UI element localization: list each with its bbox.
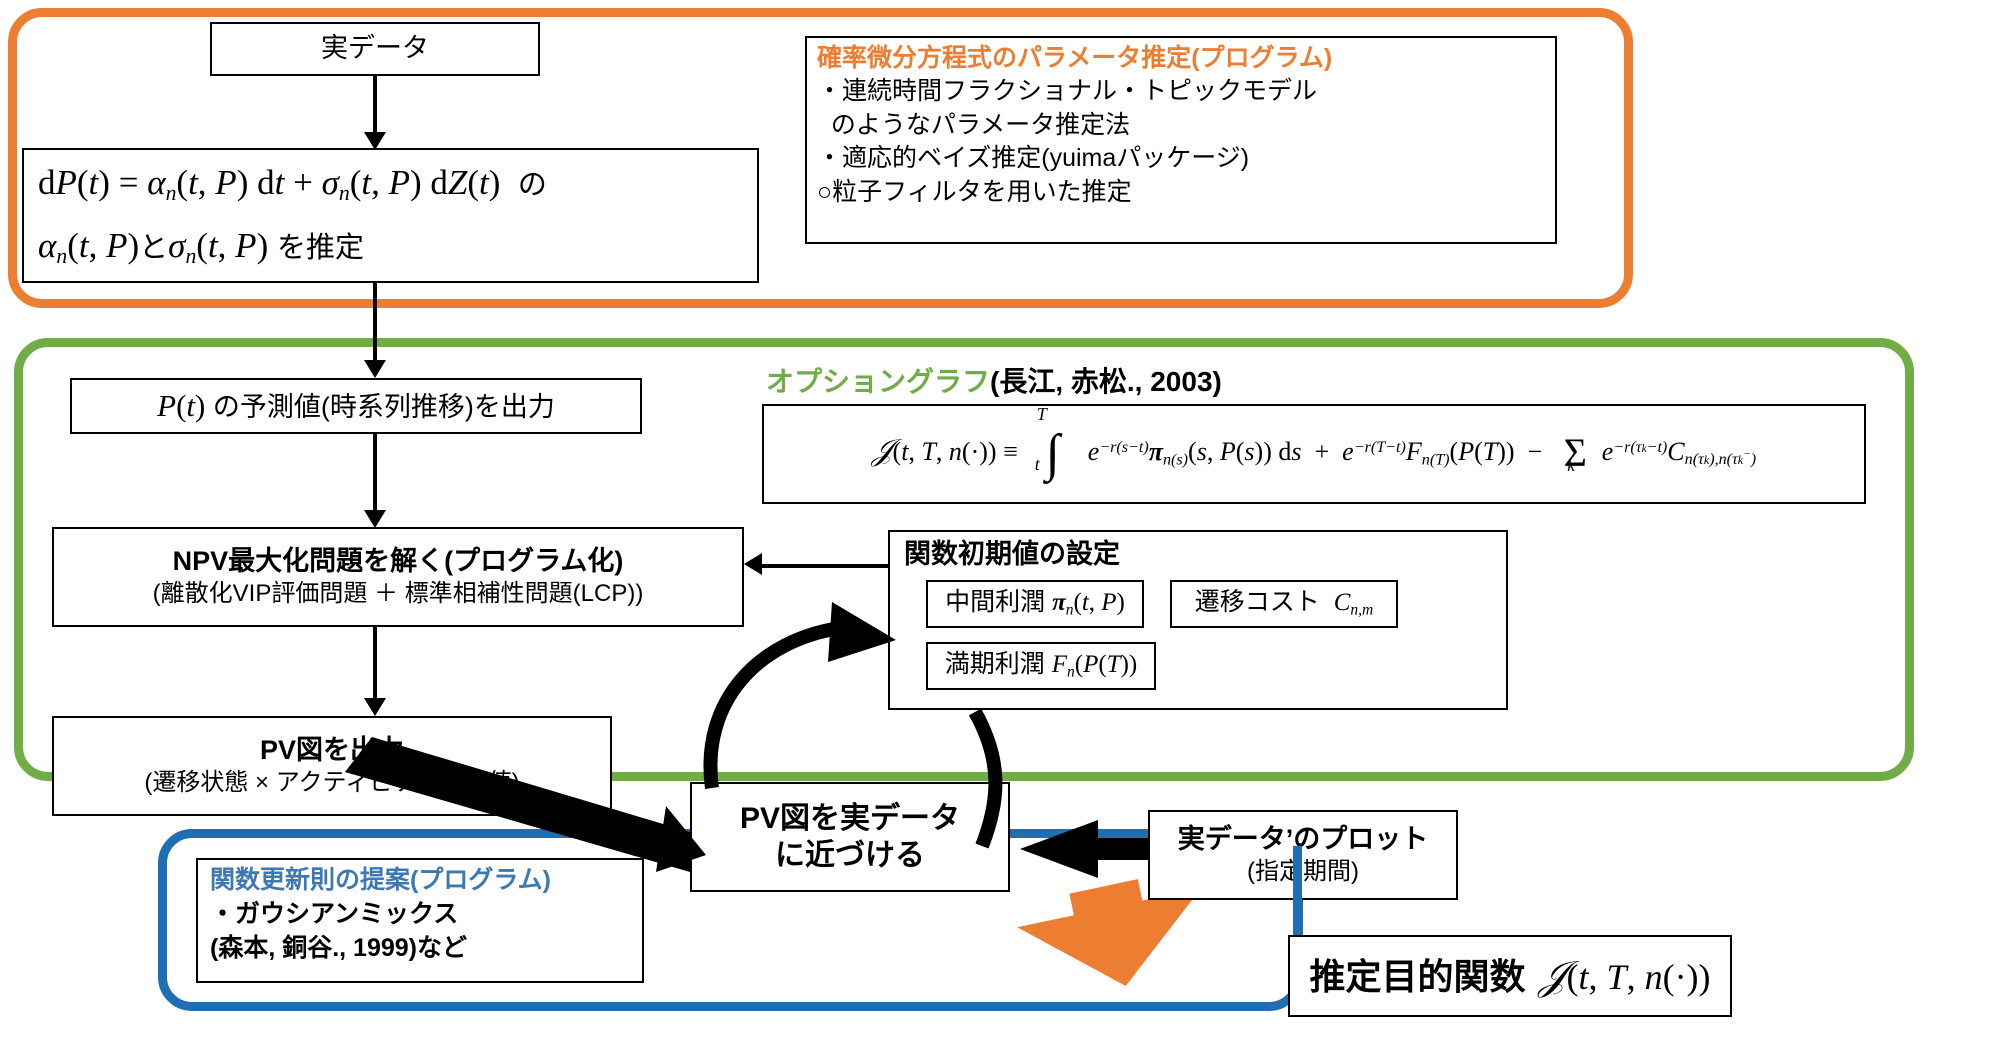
node-transition-cost[interactable]: 遷移コスト Cn,m <box>1170 579 1398 628</box>
node-sde-equation[interactable]: dP(t) = αn(t, P) dt + σn(t, P) dZ(t) の α… <box>22 148 759 283</box>
intermediate-profit-label: 中間利潤 πn(t, P) <box>945 588 1125 619</box>
transition-cost-label: 遷移コスト Cn,m <box>1194 588 1374 619</box>
update-rule-heading: 関数更新則の提案(プログラム) <box>210 866 551 894</box>
sde-line-1: dP(t) = αn(t, P) dt + σn(t, P) dZ(t) の <box>38 163 547 206</box>
pv-line-1: PV図を出力 <box>259 735 405 766</box>
initial-values-heading: 関数初期値の設定 <box>904 539 1120 569</box>
node-update-rule[interactable]: 関数更新則の提案(プログラム) ・ガウシアンミックス (森本, 銅谷., 199… <box>196 858 644 983</box>
node-maturity-profit[interactable]: 満期利潤 Fn(P(T)) <box>926 641 1156 690</box>
fit-line-2: に近づける <box>775 839 925 872</box>
option-graph-heading-rest: (長江, 赤松., 2003) <box>990 366 1222 397</box>
connector-realdata-to-sde <box>373 76 377 138</box>
npv-line-1: NPV最大化問題を解く(プログラム化) <box>172 546 624 577</box>
connector-sde-to-predict <box>373 283 377 369</box>
real-data-plot-line-2: (指定期間) <box>1247 857 1359 885</box>
arrowhead-realdata-to-sde <box>364 132 386 150</box>
arrowhead-npv-to-pv <box>364 698 386 716</box>
option-graph-heading-colored: オプショングラフ <box>766 366 991 397</box>
objective-label: 推定目的関数 <box>1309 956 1526 997</box>
connector-initvalues-to-npv <box>762 564 890 568</box>
node-pv-output[interactable]: PV図を出力 (遷移状態 × アクティビティの価値) <box>52 716 612 816</box>
update-rule-line-1: ・ガウシアンミックス <box>210 899 459 928</box>
fit-line-1: PV図を実データ <box>739 801 961 835</box>
green-group-frame <box>14 338 1914 781</box>
connector-npv-to-pv <box>373 627 377 707</box>
connector-predict-to-npv <box>373 434 377 520</box>
panel-sde-heading: 確率微分方程式のパラメータ推定(プログラム) <box>817 44 1333 72</box>
panel-sde-parameter-estimation[interactable]: 確率微分方程式のパラメータ推定(プログラム) ・連続時間フラクショナル・トピック… <box>805 36 1557 244</box>
panel-sde-item-1: のようなパラメータ推定法 <box>817 110 1131 139</box>
node-real-data-plot[interactable]: 実データ’のプロット (指定期間) <box>1148 810 1458 900</box>
arrowhead-initvalues-to-npv <box>744 553 762 575</box>
option-graph-formula-render: 𝒥(t, T, n(·)) ≡ T ∫ t e−r(s−t)πn(s)(s, P… <box>871 404 1757 482</box>
arrowhead-sde-to-predict <box>364 360 386 378</box>
blue-route-vertical <box>1293 846 1302 1008</box>
arrowhead-predict-to-npv <box>364 510 386 528</box>
maturity-profit-label: 満期利潤 Fn(P(T)) <box>944 650 1138 681</box>
node-real-data-label: 実データ <box>321 33 429 64</box>
node-real-data[interactable]: 実データ <box>210 22 540 76</box>
update-rule-line-2: (森本, 銅谷., 1999)など <box>210 933 467 962</box>
objective-function-render: 推定目的関数 𝒥(t, T, n(·)) <box>1309 951 1710 1001</box>
real-data-plot-line-1: 実データ’のプロット <box>1177 824 1429 855</box>
node-predict-output[interactable]: P(t) の予測値(時系列推移)を出力 <box>70 378 642 434</box>
pv-line-2: (遷移状態 × アクティビティの価値) <box>144 768 520 796</box>
node-initial-values[interactable]: 関数初期値の設定 中間利潤 πn(t, P) 遷移コスト Cn,m 満期利潤 F… <box>888 530 1508 710</box>
node-predict-output-label: P(t) の予測値(時系列推移)を出力 <box>157 387 555 423</box>
panel-sde-item-2: ・適応的ベイズ推定(yuimaパッケージ) <box>817 144 1250 172</box>
orange-group-frame <box>8 8 1633 308</box>
option-graph-heading: オプショングラフ(長江, 赤松., 2003) <box>766 360 1222 400</box>
node-npv-maximization[interactable]: NPV最大化問題を解く(プログラム化) (離散化VIP評価問題 ＋ 標準相補性問… <box>52 527 744 627</box>
sde-line-2: αn(t, P)とσn(t, P) を推定 <box>38 225 364 268</box>
node-objective-function[interactable]: 推定目的関数 𝒥(t, T, n(·)) <box>1288 935 1732 1017</box>
panel-sde-item-3: ○粒子フィルタを用いた推定 <box>817 177 1132 206</box>
node-intermediate-profit[interactable]: 中間利潤 πn(t, P) <box>926 579 1144 628</box>
panel-sde-item-0: ・連続時間フラクショナル・トピックモデル <box>817 77 1318 105</box>
node-option-graph-formula[interactable]: 𝒥(t, T, n(·)) ≡ T ∫ t e−r(s−t)πn(s)(s, P… <box>762 404 1866 504</box>
node-fit-pv-to-realdata[interactable]: PV図を実データ に近づける <box>690 782 1010 892</box>
npv-line-2: (離散化VIP評価問題 ＋ 標準相補性問題(LCP)) <box>152 579 644 607</box>
objective-symbol: 𝒥(t, T, n(·)) <box>1538 953 1711 998</box>
